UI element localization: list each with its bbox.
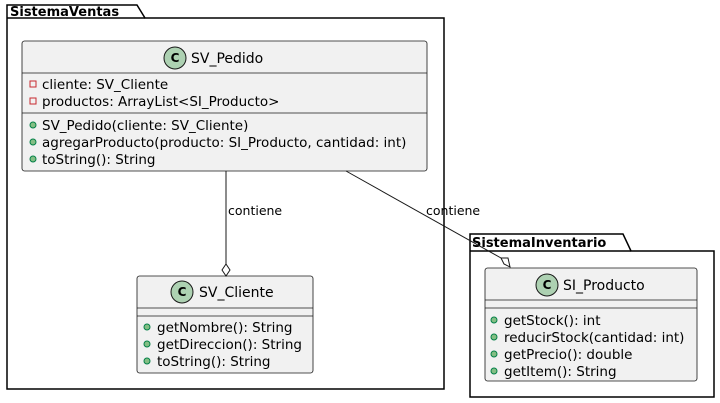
class-box xyxy=(484,267,698,382)
relation-pedido-producto: contiene xyxy=(345,170,511,268)
public-visibility-icon xyxy=(490,350,498,358)
private-visibility-icon xyxy=(29,80,37,88)
method: getStock(): int xyxy=(504,313,601,329)
public-visibility-icon xyxy=(29,138,37,146)
method: getItem(): String xyxy=(504,364,617,380)
method: toString(): String xyxy=(42,152,156,168)
public-visibility-icon xyxy=(143,357,151,365)
class-box xyxy=(21,40,428,172)
method: reducirStock(cantidad: int) xyxy=(504,330,684,346)
class-c-icon xyxy=(170,280,194,304)
class-sv-cliente[interactable]: C SV_Cliente getNombre(): String getDire… xyxy=(136,275,314,374)
package-name: SistemaVentas xyxy=(10,5,119,20)
class-c-icon xyxy=(163,46,187,70)
public-visibility-icon xyxy=(490,316,498,324)
aggregation-diamond-icon xyxy=(221,263,231,277)
class-name: SV_Pedido xyxy=(191,51,263,67)
method: agregarProducto(producto: SI_Producto, c… xyxy=(42,135,406,151)
package-name: SistemaInventario xyxy=(472,236,606,251)
attribute: productos: ArrayList<SI_Producto> xyxy=(42,94,279,110)
method: getPrecio(): double xyxy=(504,347,632,363)
method: getNombre(): String xyxy=(157,320,292,336)
class-icon-letter: C xyxy=(543,278,552,292)
class-si-producto[interactable]: C SI_Producto getStock(): int reducirSto… xyxy=(484,267,698,382)
method: SV_Pedido(cliente: SV_Cliente) xyxy=(42,118,248,134)
public-visibility-icon xyxy=(490,333,498,341)
public-visibility-icon xyxy=(143,323,151,331)
public-visibility-icon xyxy=(490,367,498,375)
relation-label: contiene xyxy=(426,203,480,218)
attribute: cliente: SV_Cliente xyxy=(42,77,168,93)
class-c-icon xyxy=(535,273,559,297)
class-name: SI_Producto xyxy=(563,278,645,294)
method: getDireccion(): String xyxy=(157,337,302,353)
class-sv-pedido[interactable]: C SV_Pedido cliente: SV_Cliente producto… xyxy=(21,40,428,172)
class-icon-letter: C xyxy=(171,51,180,65)
private-visibility-icon xyxy=(29,97,37,105)
public-visibility-icon xyxy=(29,155,37,163)
relation-pedido-cliente: contiene xyxy=(221,171,282,277)
public-visibility-icon xyxy=(29,121,37,129)
aggregation-diamond-icon xyxy=(500,257,511,268)
class-icon-letter: C xyxy=(178,285,187,299)
method: toString(): String xyxy=(157,354,271,370)
association-line xyxy=(345,170,502,259)
class-name: SV_Cliente xyxy=(199,285,274,301)
relation-label: contiene xyxy=(228,203,282,218)
public-visibility-icon xyxy=(143,340,151,348)
